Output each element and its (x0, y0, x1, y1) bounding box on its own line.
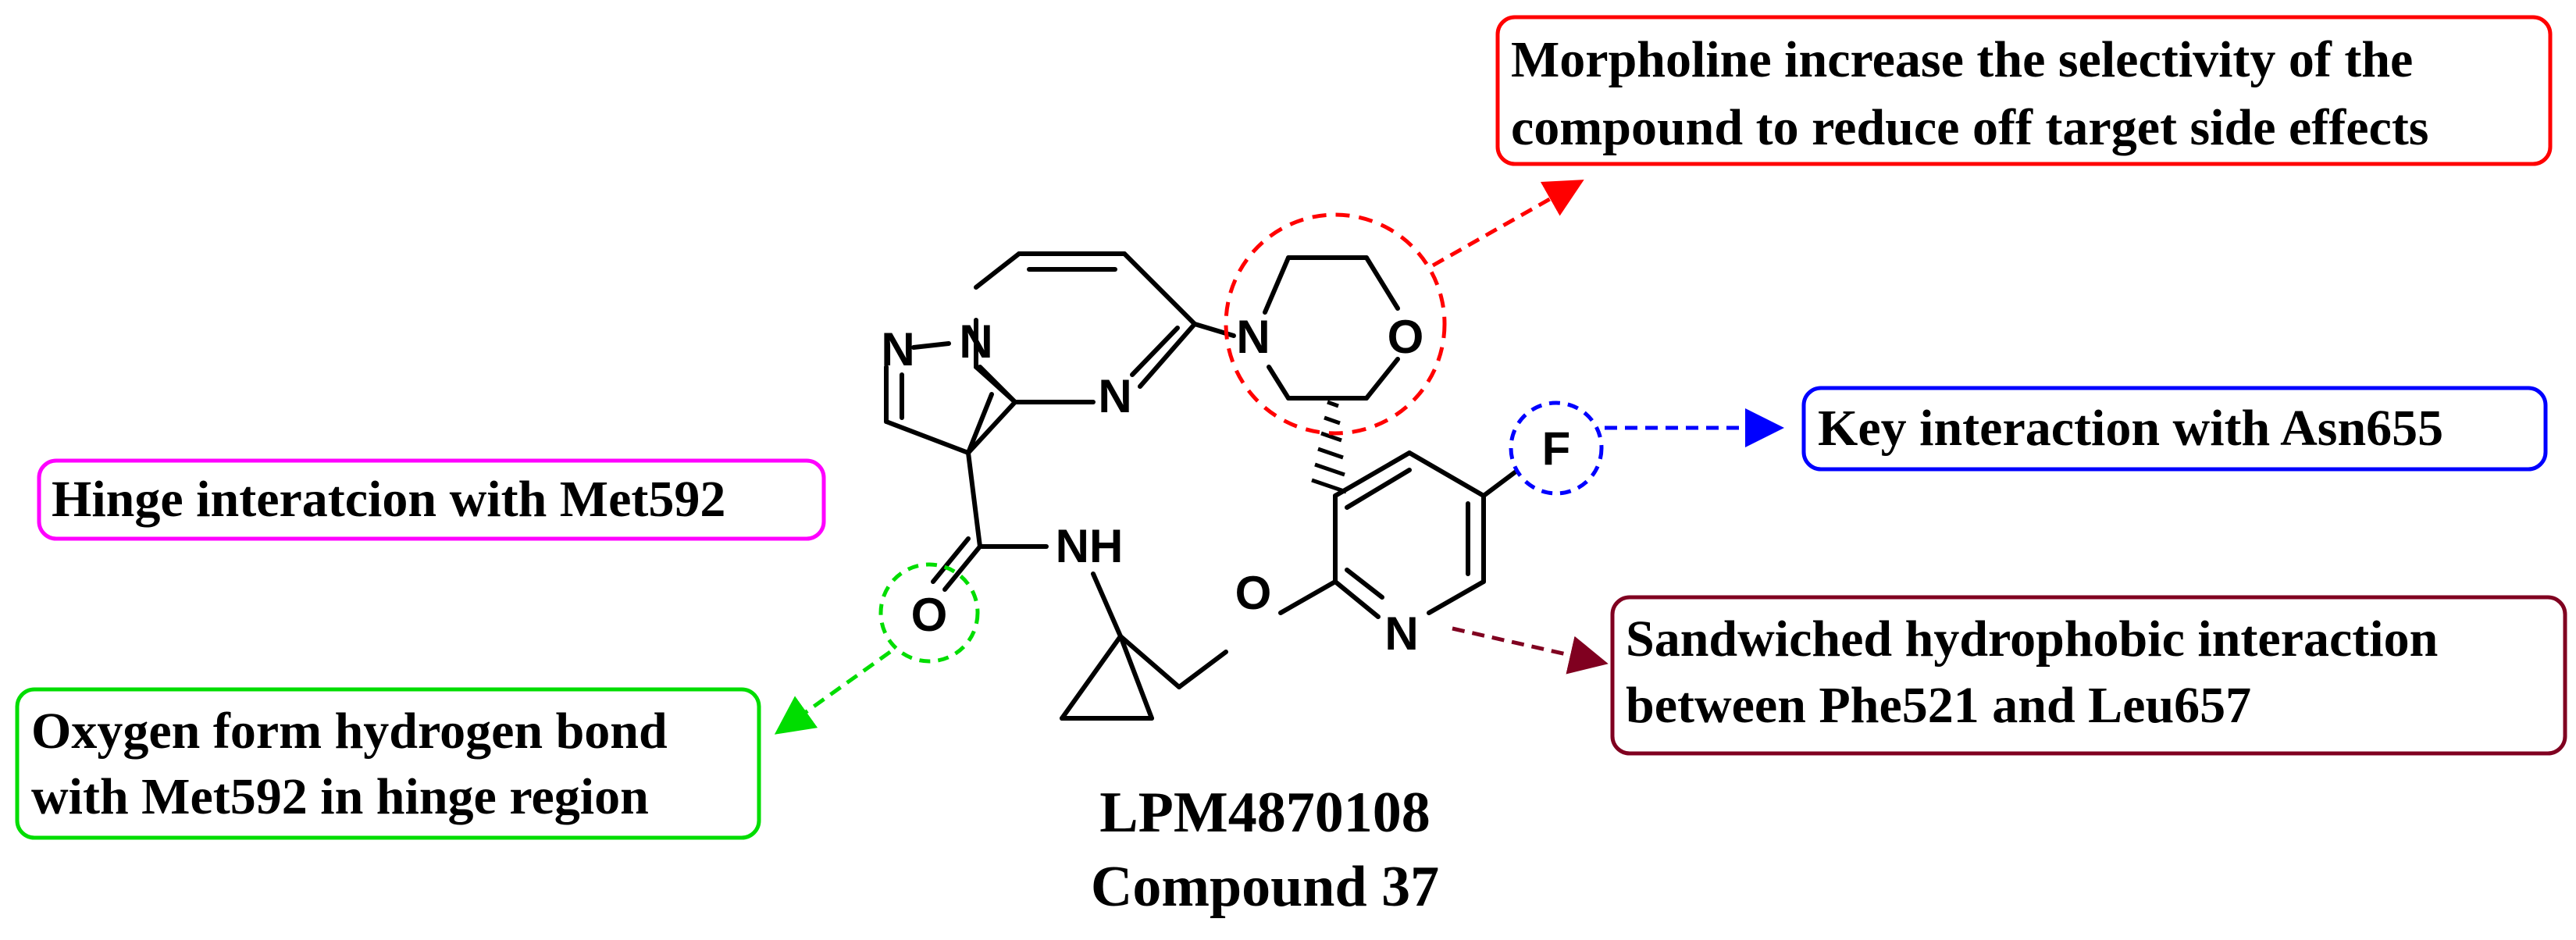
callout-sandwich-line2: between Phe521 and Leu657 (1626, 677, 2251, 734)
callout-morpholine-line1: Morpholine increase the selectivity of t… (1511, 31, 2413, 88)
callout-asn655: Key interaction with Asn655 (1801, 386, 2548, 472)
pyridine-arrow (1452, 626, 1609, 675)
callout-hinge-line1: Hinge interatcion with Met592 (52, 471, 725, 528)
compound-subtitle: Compound 37 (1091, 855, 1439, 919)
atom-fluorine: F (1542, 422, 1571, 475)
atom-labels: N N N N O NH O O N F (881, 311, 1570, 660)
oxygen-arrow (774, 650, 892, 735)
callout-asn655-line1: Key interaction with Asn655 (1818, 400, 2443, 457)
atom-n-pyrimidine: N (1098, 370, 1131, 422)
atom-o-ether: O (1235, 567, 1272, 619)
compound-name: LPM4870108 (1099, 781, 1430, 845)
atom-n-bridge: N (959, 315, 992, 368)
callout-hinge: Hinge interatcion with Met592 (37, 458, 826, 541)
molecule-bonds (884, 251, 1517, 721)
atom-n-morpholine: N (1236, 311, 1270, 363)
carbonyl-oxygen-highlight-circle (878, 562, 980, 664)
callout-sandwich: Sandwiched hydrophobic interaction betwe… (1610, 595, 2567, 756)
morpholine-arrow (1431, 180, 1584, 268)
atom-o-carbonyl: O (911, 589, 948, 641)
stereo-hashed-bond (1311, 400, 1347, 494)
fluorine-highlight-circle (1509, 401, 1604, 496)
callout-oxygen: Oxygen form hydrogen bond with Met592 in… (15, 687, 761, 840)
callout-morpholine: Morpholine increase the selectivity of t… (1495, 15, 2553, 166)
callout-morpholine-line2: compound to reduce off target side effec… (1511, 99, 2429, 156)
atom-nh-amide: NH (1056, 520, 1124, 572)
atom-o-morpholine: O (1388, 311, 1424, 363)
callout-sandwich-line1: Sandwiched hydrophobic interaction (1626, 611, 2438, 668)
atom-n-pyridine: N (1384, 607, 1418, 660)
morpholine-highlight-circle (1224, 212, 1447, 436)
callout-oxygen-line1: Oxygen form hydrogen bond (31, 703, 668, 760)
atom-n-pyrazole: N (881, 323, 914, 376)
callout-oxygen-line2: with Met592 in hinge region (31, 768, 649, 825)
